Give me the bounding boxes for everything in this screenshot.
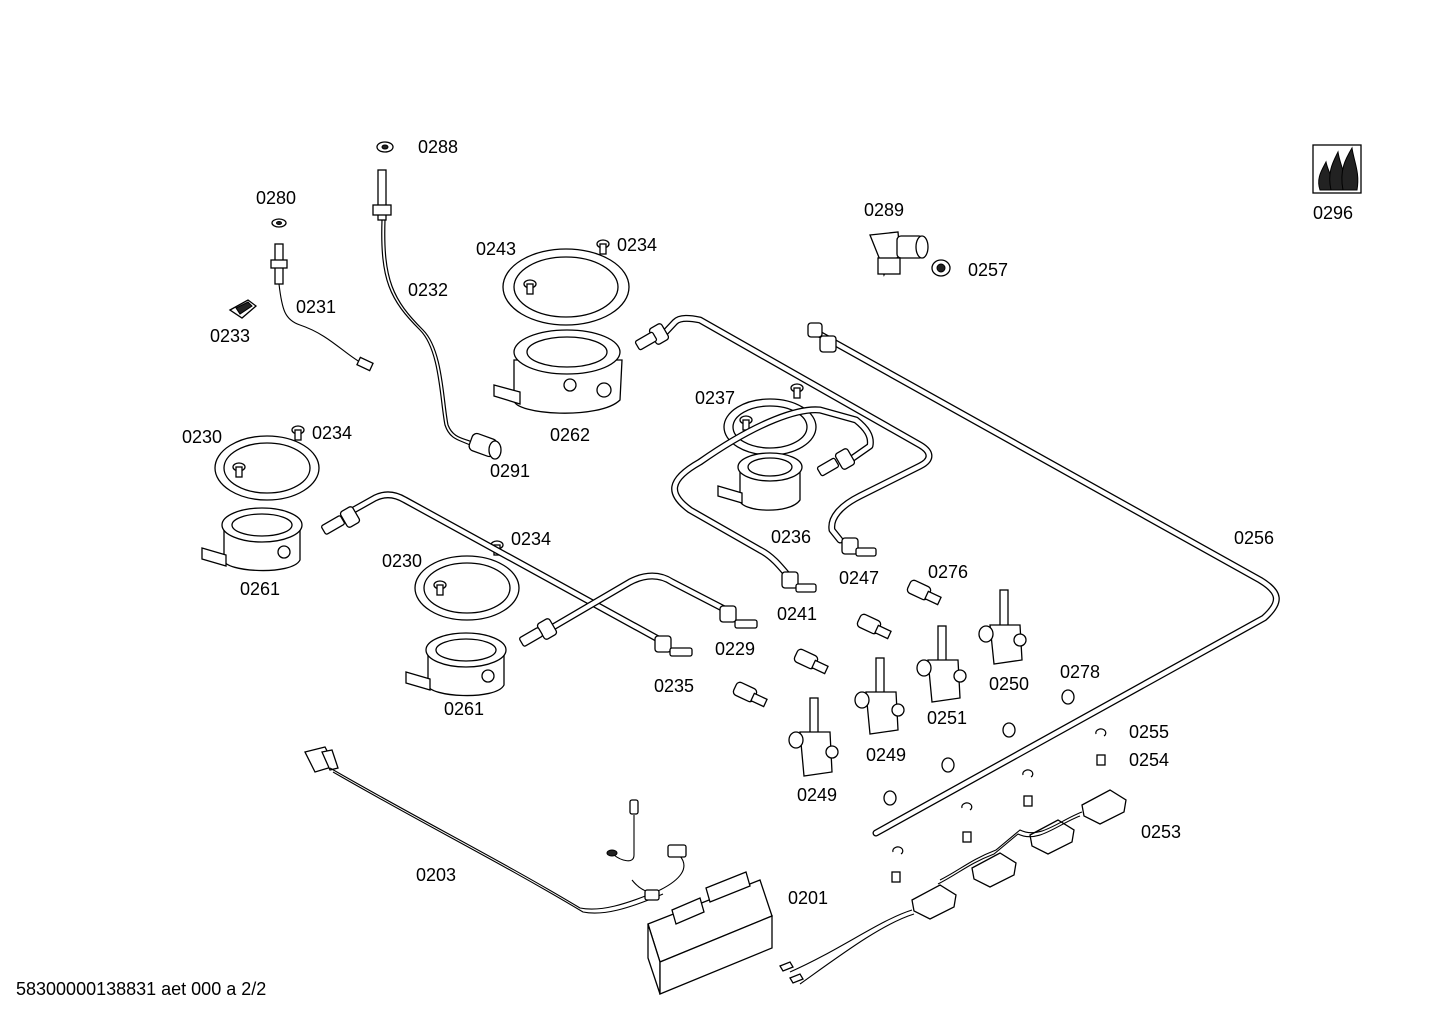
part-0234-screw-b[interactable] — [291, 425, 305, 441]
part-0255-circlips[interactable] — [892, 728, 1107, 855]
part-0251-gas-tap[interactable] — [916, 625, 967, 703]
part-0261-burner-base-b[interactable] — [405, 632, 507, 697]
part-0231-electrode[interactable] — [270, 243, 374, 372]
label-0230-a: 0230 — [182, 427, 222, 447]
label-0256: 0256 — [1234, 528, 1274, 548]
label-0234-c: 0234 — [511, 529, 551, 549]
part-0234-screw-a2[interactable] — [523, 279, 537, 295]
part-0230-ring-b[interactable] — [414, 555, 520, 621]
part-0262-burner-base[interactable] — [493, 329, 623, 414]
label-0253: 0253 — [1141, 822, 1181, 842]
label-0203: 0203 — [416, 865, 456, 885]
label-0261-b: 0261 — [444, 699, 484, 719]
label-0247: 0247 — [839, 568, 879, 588]
label-0230-b: 0230 — [382, 551, 422, 571]
part-0288-washer[interactable] — [376, 141, 394, 153]
label-0255: 0255 — [1129, 722, 1169, 742]
part-0237-ring[interactable] — [723, 398, 817, 456]
label-0262: 0262 — [550, 425, 590, 445]
gas-flame-logo-icon — [1312, 144, 1362, 194]
label-0249-b: 0249 — [797, 785, 837, 805]
part-0233-clip[interactable] — [228, 299, 258, 319]
part-0236-burner-base[interactable] — [717, 452, 803, 511]
part-0232-thermocouple[interactable] — [372, 169, 473, 446]
pipe-0247[interactable] — [671, 406, 874, 582]
part-0249-gas-tap-b[interactable] — [788, 697, 839, 777]
label-0254: 0254 — [1129, 750, 1169, 770]
label-0233: 0233 — [210, 326, 250, 346]
label-0231: 0231 — [296, 297, 336, 317]
part-0280-washer[interactable] — [271, 218, 287, 228]
label-0249-a: 0249 — [866, 745, 906, 765]
pipe-0256[interactable] — [808, 326, 1280, 837]
part-0291-thermocouple-nut[interactable] — [468, 432, 502, 460]
label-0261-a: 0261 — [240, 579, 280, 599]
label-0251: 0251 — [927, 708, 967, 728]
label-0276: 0276 — [928, 562, 968, 582]
label-0280: 0280 — [256, 188, 296, 208]
label-0291: 0291 — [490, 461, 530, 481]
label-0201: 0201 — [788, 888, 828, 908]
label-0243: 0243 — [476, 239, 516, 259]
part-0276-injectors[interactable] — [732, 579, 942, 708]
part-0261-burner-base-a[interactable] — [201, 507, 303, 572]
part-0289-elbow[interactable] — [869, 231, 929, 277]
part-0203-harness[interactable] — [304, 746, 687, 914]
label-0289: 0289 — [864, 200, 904, 220]
part-0257-washer[interactable] — [931, 259, 951, 277]
label-0232: 0232 — [408, 280, 448, 300]
part-0243-ring[interactable] — [502, 248, 630, 326]
part-0234-screw-a[interactable] — [596, 239, 610, 255]
label-0278: 0278 — [1060, 662, 1100, 682]
pipe-fittings — [321, 322, 877, 657]
pipe-0229[interactable] — [346, 491, 664, 644]
part-0278-nuts[interactable] — [883, 689, 1075, 806]
label-0257: 0257 — [968, 260, 1008, 280]
part-0234-screw-c2[interactable] — [433, 580, 447, 596]
part-0230-ring-a[interactable] — [214, 435, 320, 501]
label-0234-b: 0234 — [312, 423, 352, 443]
part-0237-screw[interactable] — [790, 383, 804, 399]
part-0250-gas-tap[interactable] — [978, 589, 1027, 665]
label-0234-a: 0234 — [617, 235, 657, 255]
label-0237: 0237 — [695, 388, 735, 408]
label-0250: 0250 — [989, 674, 1029, 694]
part-0254-springs[interactable] — [891, 754, 1106, 883]
part-0253-ignition-switches[interactable] — [779, 789, 1127, 985]
label-0296: 0296 — [1313, 203, 1353, 223]
pipe-0235[interactable] — [544, 572, 734, 634]
pipe-0241[interactable] — [656, 314, 933, 544]
label-0229: 0229 — [715, 639, 755, 659]
part-0201-spark-generator[interactable] — [647, 871, 773, 995]
label-0235: 0235 — [654, 676, 694, 696]
label-0236: 0236 — [771, 527, 811, 547]
label-0241: 0241 — [777, 604, 817, 624]
part-0234-screw-b2[interactable] — [232, 462, 246, 478]
document-id: 58300000138831 aet 000 a 2/2 — [16, 979, 267, 999]
label-0288: 0288 — [418, 137, 458, 157]
part-0249-gas-tap-a[interactable] — [854, 657, 905, 735]
